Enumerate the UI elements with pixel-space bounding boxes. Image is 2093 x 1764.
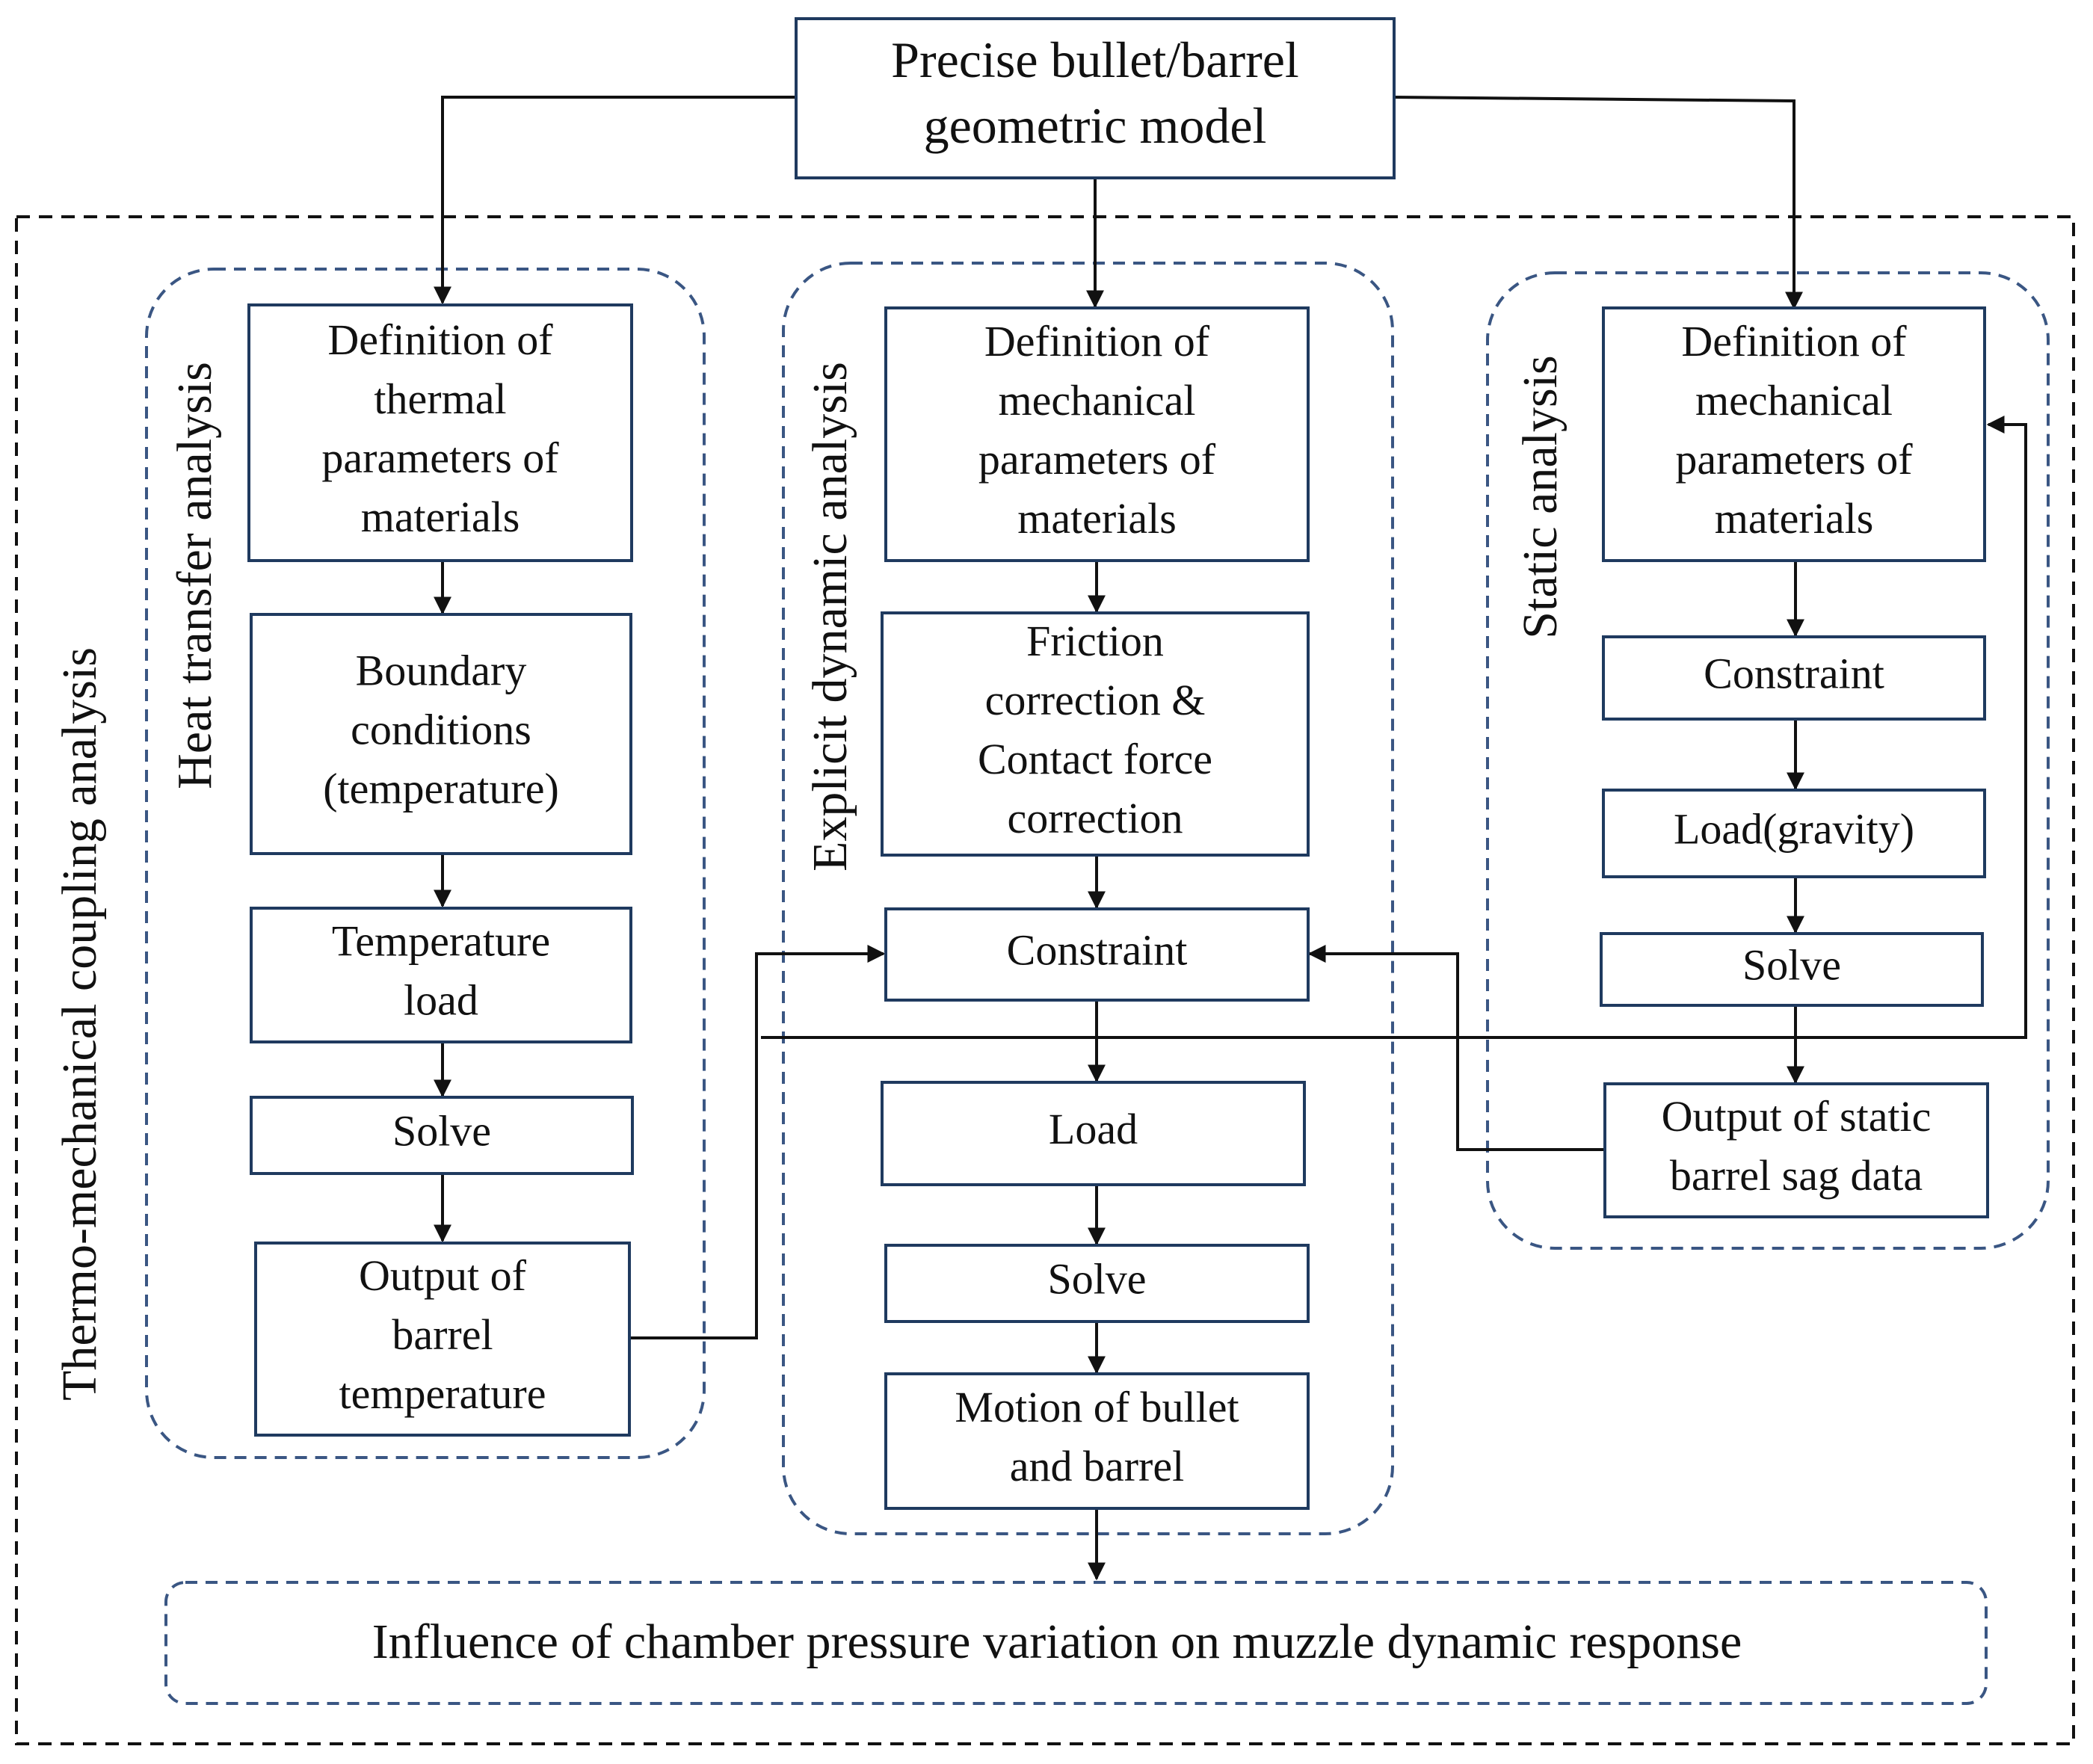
heat-node-solve-frame [250,1096,634,1175]
static-node-mechanical-parameters-frame [1602,306,1986,562]
static-node-output-sag-data: Output of static barrel sag data [1603,1082,1989,1218]
explicit-node-constraint: Constraint [884,907,1310,1002]
explicit-node-friction-contact-correction: Friction correction & Contact force correct… [881,611,1310,857]
explicit-node-mechanical-parameters-frame [884,306,1310,562]
explicit-node-load-text-line: Load [1049,1105,1138,1153]
static-analysis-label: Static analysis [1513,355,1568,638]
heat-node-temperature-load-text-line: load [404,975,478,1024]
static-node-solve-frame [1600,932,1984,1007]
heat-node-thermal-parameters-text-line: thermal [374,374,506,423]
result-box [164,1581,1988,1705]
explicit-node-mechanical-parameters-text-line: parameters of [978,435,1216,484]
static-node-load-gravity-text-line: Load(gravity) [1674,804,1914,853]
heat-transfer-label: Heat transfer analysis [167,362,222,789]
heat-node-temperature-load-frame [250,907,632,1043]
static-node-constraint-text-line: Constraint [1704,649,1884,697]
heat-node-output-barrel-temperature-text-line: barrel [392,1310,493,1359]
explicit-node-mechanical-parameters-text-line: materials [1017,494,1177,543]
static-node-solve: Solve [1600,932,1984,1007]
edge-barrel-temperature-to-constraint [629,945,886,1339]
explicit-node-friction-contact-correction-text-line: correction & [985,676,1206,724]
static-node-mechanical-parameters-text-line: Definition of [1681,317,1907,366]
static-node-mechanical-parameters-text-line: parameters of [1675,435,1913,484]
heat-node-boundary-conditions-frame [250,613,632,855]
explicit-node-solve-text-line: Solve [1047,1254,1146,1303]
static-node-constraint-frame [1602,635,1986,721]
result-text: Influence of chamber pressure variation … [372,1615,1742,1669]
explicit-node-load-frame [881,1081,1306,1186]
heat-node-solve-text-line: Solve [392,1106,491,1155]
outer-label: Thermo-mechanical coupling analysis [52,647,107,1401]
heat-node-thermal-parameters-text-line: Definition of [327,315,553,364]
static-node-solve-text-line: Solve [1742,940,1841,989]
explicit-node-motion-bullet-barrel-text-line: and barrel [1010,1442,1184,1490]
root-node-geometric-model-text-line: geometric model [924,97,1267,154]
explicit-node-motion-bullet-barrel: Motion of bullet and barrel [884,1372,1310,1510]
explicit-node-constraint-frame [884,907,1310,1002]
edge-feedback-to-static-definition [761,416,2027,1039]
edge-root-to-static [1393,96,1803,310]
explicit-node-friction-contact-correction-text-line: Friction [1026,617,1164,665]
static-node-output-sag-data-text-line: Output of static [1662,1092,1932,1141]
explicit-dynamic-group [782,262,1394,1535]
heat-node-thermal-parameters-frame [247,303,633,562]
explicit-node-friction-contact-correction-text-line: correction [1007,794,1183,842]
heat-node-output-barrel-temperature-text-line: temperature [339,1369,546,1418]
explicit-node-mechanical-parameters-text-line: Definition of [984,317,1210,366]
edge-root-to-heat [434,96,796,305]
heat-node-temperature-load: Temperature load [250,907,632,1043]
static-node-mechanical-parameters-text-line: mechanical [1695,376,1893,425]
heat-node-output-barrel-temperature-text-line: Output of [359,1251,527,1300]
heat-node-boundary-conditions-text-line: conditions [351,705,531,753]
edge-sag-data-to-constraint [1307,945,1603,1151]
static-node-load-gravity: Load(gravity) [1602,789,1986,878]
heat-node-temperature-load-text-line: Temperature [332,916,550,965]
heat-node-solve: Solve [250,1096,634,1175]
explicit-dynamic-label: Explicit dynamic analysis [803,362,857,872]
explicit-node-solve-frame [884,1244,1310,1323]
root-node-geometric-model-text-line: Precise bullet/barrel [891,31,1299,88]
explicit-node-solve: Solve [884,1244,1310,1323]
static-node-output-sag-data-text-line: barrel sag data [1670,1151,1923,1200]
heat-node-output-barrel-temperature: Output of barrel temperature [254,1242,631,1437]
heat-node-boundary-conditions-text-line: Boundary [356,646,527,694]
static-node-constraint: Constraint [1602,635,1986,721]
explicit-node-load: Load [881,1081,1306,1186]
static-node-mechanical-parameters-text-line: materials [1715,494,1874,543]
explicit-node-motion-bullet-barrel-frame [884,1372,1310,1510]
root-node-geometric-model-frame [795,17,1396,179]
static-node-mechanical-parameters: Definition of mechanical parameters of mate… [1602,306,1986,562]
static-node-load-gravity-frame [1602,789,1986,878]
explicit-node-friction-contact-correction-text-line: Contact force [978,735,1212,783]
heat-transfer-group [145,268,706,1459]
explicit-node-mechanical-parameters: Definition of mechanical parameters of mate… [884,306,1310,562]
heat-node-thermal-parameters-text-line: parameters of [321,434,559,482]
explicit-node-mechanical-parameters-text-line: mechanical [998,376,1195,425]
heat-node-thermal-parameters: Definition of thermal parameters of materia… [247,303,633,562]
heat-node-boundary-conditions: Boundary conditions (temperature) [250,613,632,855]
explicit-node-constraint-text-line: Constraint [1007,925,1188,974]
static-node-output-sag-data-frame [1603,1082,1989,1218]
heat-node-thermal-parameters-text-line: materials [361,493,520,541]
explicit-node-motion-bullet-barrel-text-line: Motion of bullet [955,1383,1239,1431]
root-node-geometric-model: Precise bullet/barrel geometric model [795,17,1396,179]
explicit-node-friction-contact-correction-frame [881,611,1310,857]
heat-node-boundary-conditions-text-line: (temperature) [323,764,559,812]
static-analysis-group [1486,271,2050,1250]
heat-node-output-barrel-temperature-frame [254,1242,631,1437]
